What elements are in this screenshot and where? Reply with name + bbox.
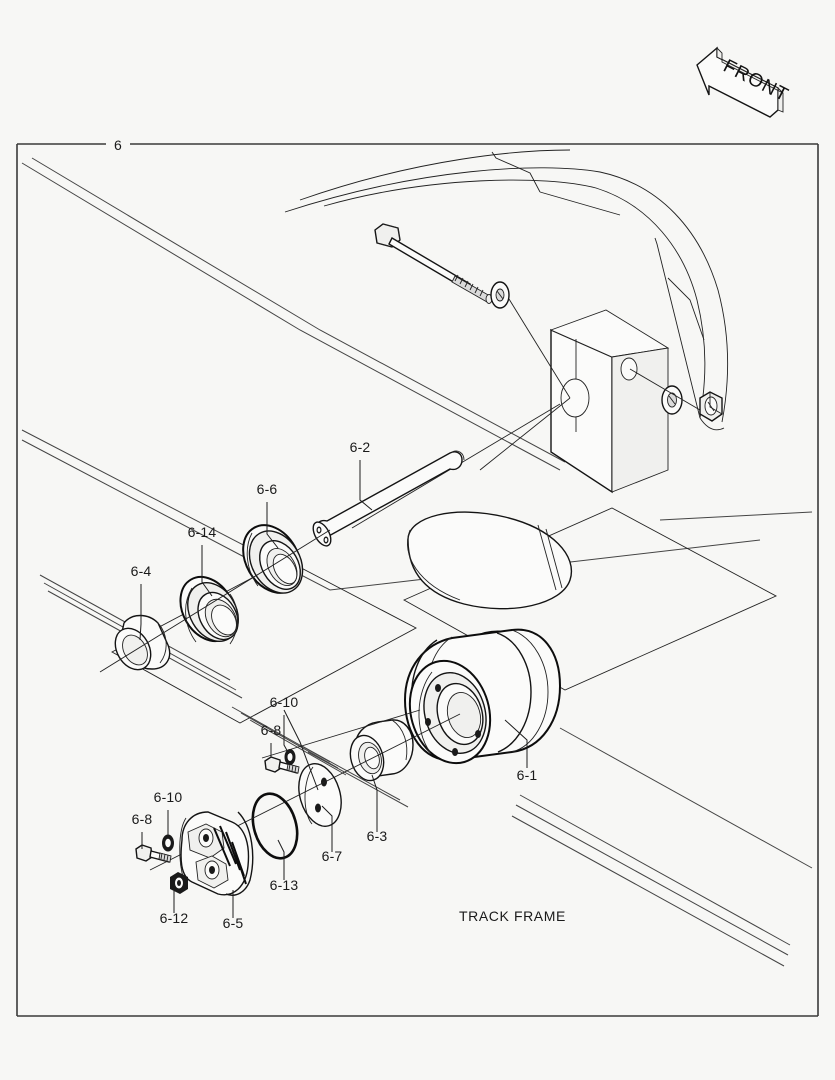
frame-hatch-e — [307, 751, 409, 808]
callout-6-14: 6-14 — [188, 524, 217, 540]
track-frame-caption: TRACK FRAME — [459, 908, 566, 924]
frame-line-upper-a — [21, 162, 561, 471]
callout-6-7: 6-7 — [322, 848, 343, 864]
right-bolt-axis — [629, 368, 701, 411]
right-washer-icon — [661, 385, 683, 415]
callout-labels: 6-1 6-2 6-3 6-4 6-5 6-6 6-7 6-8 6-8 6-10… — [131, 439, 538, 931]
leader-6-4 — [139, 584, 142, 641]
lock-nut-6-12-icon — [170, 872, 188, 894]
frame-arm-top — [299, 149, 571, 201]
frame-line-low-b — [519, 794, 791, 946]
frame-mount-plate-left — [111, 559, 417, 724]
callout-leaders — [139, 460, 528, 918]
hex-nut-icon — [699, 391, 723, 422]
callout-6-8-upper: 6-8 — [261, 722, 282, 738]
callout-6-3: 6-3 — [367, 828, 388, 844]
leader-6-3 — [371, 774, 378, 832]
axis-line-upper — [99, 529, 331, 673]
fastener-group-upper — [264, 749, 300, 774]
hex-bolt-6-8-upper-icon — [264, 756, 300, 774]
frame-hatch-d — [299, 744, 401, 801]
front-arrow-side — [716, 46, 784, 113]
upper-bolt-assembly — [374, 223, 723, 422]
leader-6-2 — [359, 460, 373, 511]
frame-arm-rib — [654, 237, 701, 419]
frame-line-mid-b — [21, 439, 251, 561]
leader-6-10-ext — [283, 709, 319, 791]
hex-bolt-6-8-lower-icon — [135, 844, 172, 863]
leader-6-6 — [266, 502, 279, 549]
part-6-2-shaft — [312, 450, 465, 547]
upper-bolt-axis — [508, 298, 571, 399]
leader-6-7 — [321, 805, 333, 852]
callout-6-10-lower: 6-10 — [154, 789, 183, 805]
part-6-14-seal — [179, 576, 239, 645]
leader-6-10-upper — [283, 715, 290, 755]
frame-line-low-a — [559, 727, 813, 869]
frame-line-low-d — [511, 815, 785, 967]
spring-washer-6-10-upper-icon — [284, 749, 296, 765]
callout-6-13: 6-13 — [270, 877, 299, 893]
leader-6-14 — [201, 545, 213, 597]
frame-pivot-block — [549, 309, 670, 494]
callout-6-6: 6-6 — [257, 481, 278, 497]
frame-line-low-c — [515, 804, 789, 956]
part-6-1-roller — [403, 628, 562, 765]
callout-6-4: 6-4 — [131, 563, 152, 579]
part-6-5-bracket — [179, 811, 254, 896]
callout-6-12: 6-12 — [160, 910, 189, 926]
frame-arm-inner — [323, 179, 706, 419]
group-number-label: 6 — [114, 137, 122, 153]
spring-washer-6-10-lower-icon — [162, 834, 174, 852]
leader-6-13 — [277, 839, 285, 880]
frame-roller-boss — [407, 511, 573, 610]
frame-line-mid-f — [659, 511, 813, 521]
upper-washer-icon — [490, 281, 510, 309]
frame-arm-notch — [491, 151, 541, 193]
figure-border: 6 — [16, 137, 819, 1017]
track-frame-structure — [21, 149, 813, 967]
callout-6-2: 6-2 — [350, 439, 371, 455]
callout-6-1: 6-1 — [517, 767, 538, 783]
callout-6-8-lower: 6-8 — [132, 811, 153, 827]
leader-6-1 — [504, 719, 528, 768]
upper-hex-bolt-icon — [374, 223, 493, 304]
fastener-group-lower — [135, 834, 188, 894]
callout-6-5: 6-5 — [223, 915, 244, 931]
frame-pivot-leader — [479, 397, 571, 471]
front-arrow-edge — [777, 87, 784, 94]
frame-arm-outer — [284, 167, 728, 423]
frame-arm-rib2 — [667, 277, 705, 341]
frame-hatch-b — [240, 712, 339, 769]
frame-line-mid-a — [21, 429, 761, 591]
callout-6-10-upper: 6-10 — [270, 694, 299, 710]
frame-arm-tip — [699, 417, 725, 431]
frame-arm-notch2 — [539, 191, 621, 216]
frame-line-upper-b — [31, 157, 566, 463]
